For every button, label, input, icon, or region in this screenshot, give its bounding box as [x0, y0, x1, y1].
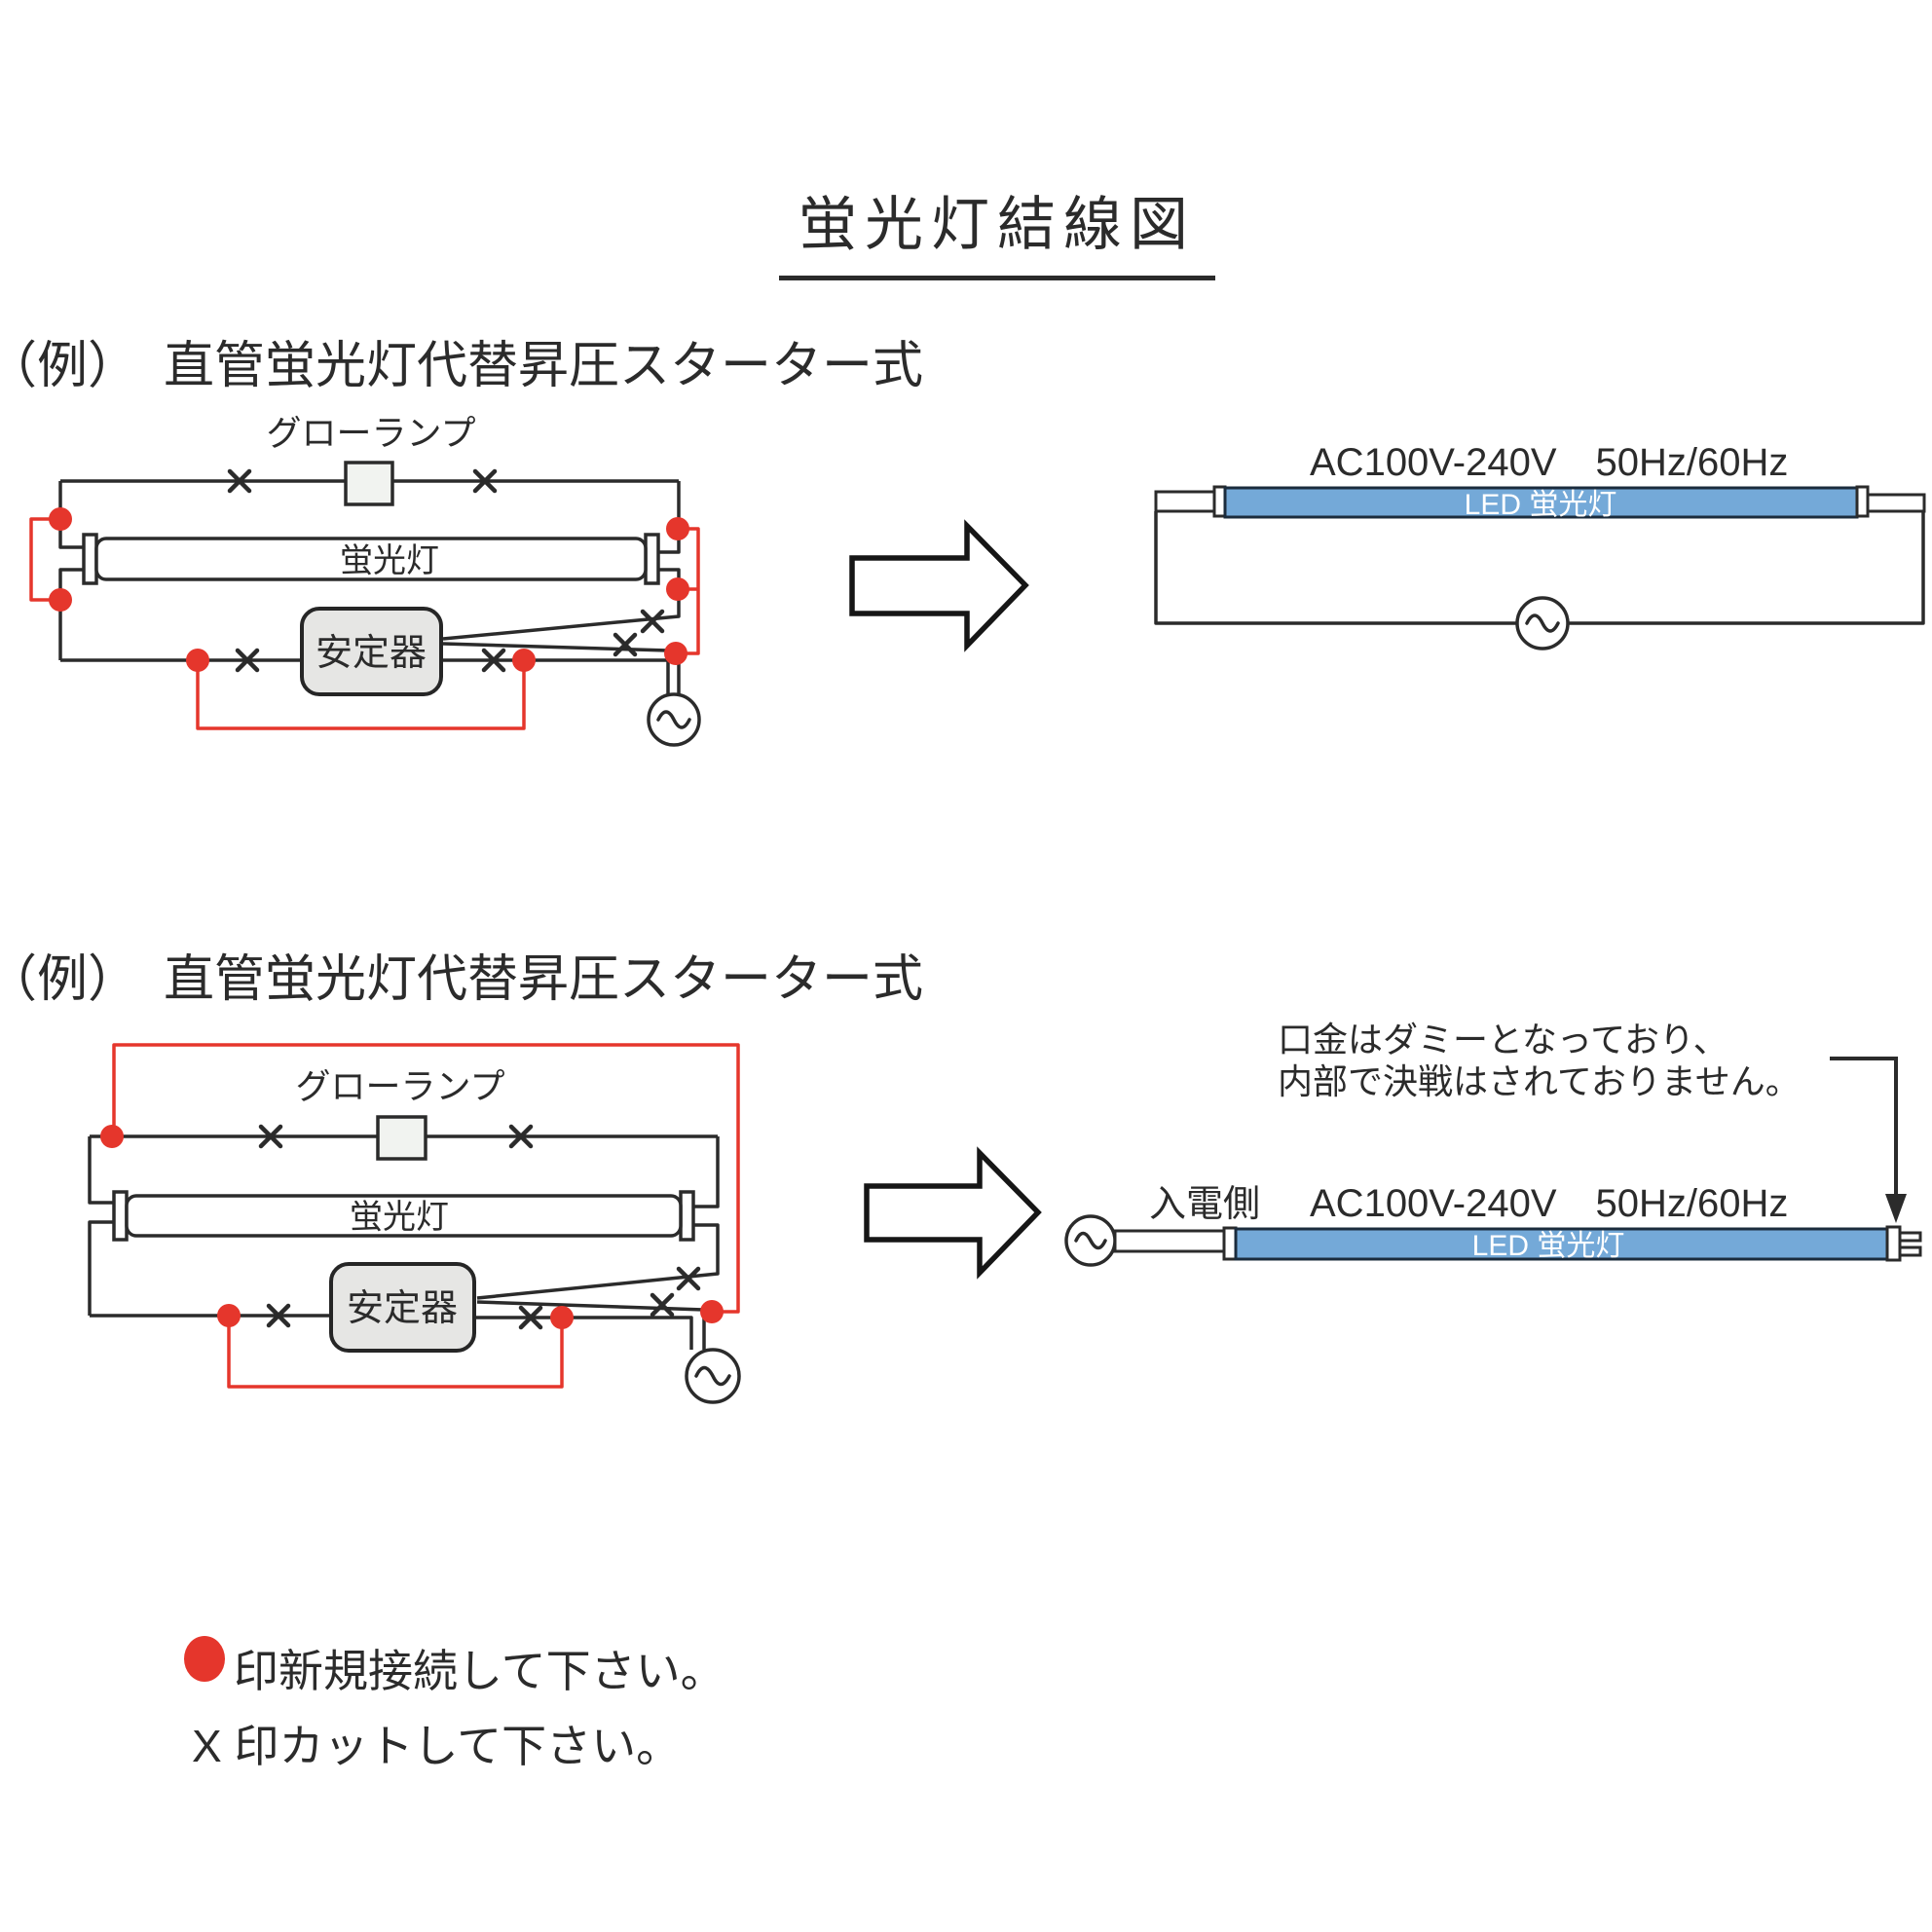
ac-spec-label: AC100V-240V 50Hz/60Hz — [1310, 1182, 1788, 1225]
connection-dot — [666, 577, 689, 601]
red-jumper-bottom — [196, 660, 526, 730]
circuit1-bottom-right-wire — [441, 658, 681, 694]
led-tube-body — [1234, 1227, 1889, 1261]
connection-dot — [664, 642, 687, 665]
fluorescent-tube-body — [125, 1194, 683, 1238]
ballast-label: 安定器 — [316, 633, 427, 674]
connection-dot — [550, 1306, 574, 1329]
conversion-arrow-icon — [864, 1146, 1042, 1280]
fluorescent-tube-right-cap — [679, 1190, 695, 1242]
fluorescent-tube-left-cap — [82, 533, 98, 585]
led2-input-cable — [1113, 1229, 1227, 1253]
cut-mark-icon — [613, 632, 638, 657]
circuit1-left-lower-lead — [58, 568, 86, 660]
circuit2-right-lower-lead — [476, 1223, 720, 1300]
sine-wave-icon — [1525, 613, 1560, 633]
led2-left-cap — [1222, 1226, 1238, 1261]
legend-new-connection: 印新規接続して下さい。 — [234, 1646, 725, 1696]
ballast-label: 安定器 — [347, 1288, 458, 1329]
circuit2-left-upper-lead — [88, 1136, 114, 1205]
circuit2-ballast-output-wire — [476, 1300, 706, 1350]
led-tube-label: LED 蛍光灯 — [1465, 489, 1617, 521]
led1-right-pin — [1866, 493, 1926, 513]
connection-dot — [512, 649, 536, 672]
red-jumper-bottom — [227, 1316, 564, 1389]
led1-right-cap — [1855, 485, 1870, 518]
red-jumper-left — [29, 517, 60, 602]
connection-dot — [49, 588, 72, 612]
led-diagram2: 口金はダミーとなっており、 内部で決戦はされておりません。 入電側 AC100V… — [1064, 1020, 1922, 1267]
glow-lamp-label: グローランプ — [296, 1066, 505, 1106]
cut-mark-icon — [518, 1305, 543, 1330]
red-jumper-top — [112, 1043, 740, 1314]
conversion-arrow-icon — [849, 519, 1029, 652]
connection-dot — [700, 1300, 724, 1323]
circuit1-right-upper-lead — [656, 481, 681, 554]
circuit1-old-fixture: グローランプ 蛍光灯 安定器 — [29, 413, 701, 747]
fluorescent-tube-label: 蛍光灯 — [340, 542, 439, 579]
note-pointer-arrowhead-icon — [1885, 1194, 1907, 1223]
circuit2-left-lower-lead — [88, 1220, 114, 1316]
circuit2-old-fixture: グローランプ 蛍光灯 安定器 — [88, 1043, 741, 1404]
led1-left-pin — [1154, 490, 1216, 513]
fluorescent-tube-left-cap — [112, 1190, 129, 1242]
sine-wave-icon — [656, 710, 691, 729]
cut-mark-icon — [227, 468, 252, 494]
example1-label: （例） 直管蛍光灯代替昇圧スターター式 — [0, 338, 924, 394]
connection-dot — [186, 649, 209, 672]
sine-wave-icon — [1074, 1231, 1107, 1250]
dummy-cap-note-line1: 口金はダミーとなっており、 — [1278, 1020, 1728, 1059]
connection-dot — [100, 1125, 124, 1148]
circuit1-left-upper-lead — [58, 481, 86, 549]
cut-mark-icon — [650, 1292, 675, 1318]
ballast-box — [329, 1262, 476, 1353]
led2-dummy-pin — [1898, 1231, 1922, 1243]
cut-mark-icon — [258, 1124, 283, 1149]
led2-dummy-pin — [1898, 1245, 1922, 1257]
cut-mark-icon — [508, 1124, 534, 1149]
cut-mark-icon — [472, 468, 498, 494]
fluorescent-tube-label: 蛍光灯 — [350, 1199, 449, 1236]
led-tube-label: LED 蛍光灯 — [1472, 1230, 1625, 1262]
connection-dot — [49, 507, 72, 531]
legend-cut: X 印カットして下さい。 — [192, 1721, 682, 1771]
cut-mark-icon — [235, 648, 260, 673]
led2-dummy-cap — [1885, 1225, 1902, 1262]
glow-lamp-box — [344, 461, 394, 506]
input-side-label: 入電側 — [1149, 1184, 1260, 1225]
red-dot-marker-icon — [184, 1636, 225, 1682]
dummy-cap-note-line2: 内部で決戦はされておりません。 — [1278, 1061, 1801, 1101]
page-title: 蛍光灯結線図 — [779, 177, 1215, 280]
cut-mark-icon — [640, 609, 665, 634]
cut-mark-icon — [266, 1303, 291, 1328]
circuit2-right-upper-lead — [693, 1136, 720, 1208]
ac-spec-label: AC100V-240V 50Hz/60Hz — [1310, 441, 1788, 484]
fluorescent-tube-right-cap — [644, 533, 660, 585]
connection-dot — [666, 517, 689, 540]
note-pointer-arrow — [1830, 1057, 1898, 1196]
glow-lamp-label: グローランプ — [267, 413, 476, 453]
cut-mark-icon — [676, 1266, 701, 1291]
ballast-box — [300, 607, 443, 696]
cut-mark-icon — [481, 648, 506, 673]
fluorescent-tube-body — [94, 537, 648, 581]
glow-lamp-box — [376, 1115, 427, 1161]
connection-dot — [217, 1304, 241, 1327]
example2-label: （例） 直管蛍光灯代替昇圧スターター式 — [0, 951, 924, 1008]
led-diagram1: AC100V-240V 50Hz/60Hz LED 蛍光灯 — [1154, 441, 1926, 650]
sine-wave-icon — [694, 1365, 731, 1387]
circuit2-bottom-right-wire — [474, 1316, 693, 1350]
led-tube-body — [1223, 486, 1859, 519]
led1-left-cap — [1212, 485, 1227, 518]
